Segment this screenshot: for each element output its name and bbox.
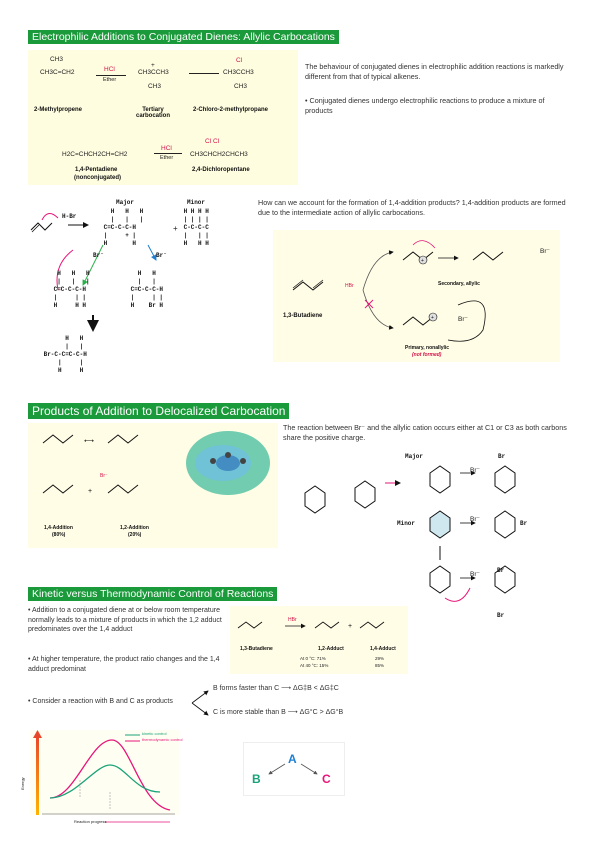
- svg-text:+: +: [431, 315, 434, 321]
- pct14-b: 85%: [375, 663, 384, 668]
- solvent-ether-2: Ether: [160, 155, 173, 161]
- ring-bromide-b: Br⁻: [470, 515, 480, 523]
- delocalized-bromide: Br⁻: [100, 473, 108, 479]
- reagent-hcl: HCl: [104, 66, 115, 73]
- add12-label: 1,2-Addition: [120, 525, 149, 531]
- dichloro-formula: CH3CHCH2CHCH3: [190, 151, 248, 158]
- diene-formula: H2C=CHCH2CH=CH2: [62, 151, 127, 158]
- hbr-label: HBr: [345, 283, 354, 289]
- scheme-12: 1,2-Adduct: [318, 646, 344, 652]
- ring-mechanism-svg: [285, 448, 575, 623]
- intermediate-top: +: [151, 62, 155, 69]
- energy-diagram: [30, 730, 180, 825]
- section-title-allylic: Electrophilic Additions to Conjugated Di…: [28, 30, 339, 44]
- hbr-reagent: H-Br: [62, 213, 76, 221]
- butadiene-label: 1,3-Butadiene: [283, 313, 322, 319]
- bromide-4: Br⁻: [458, 315, 468, 323]
- node-a: A: [288, 752, 297, 766]
- bromide-3: Br⁻: [540, 247, 550, 255]
- arrow-3: [154, 153, 182, 154]
- arrow-2: [189, 73, 219, 74]
- cond-0c: At 0 °C: 71%: [300, 656, 326, 661]
- progress-axis-label: Reaction progress: [74, 819, 106, 824]
- not-formed-label: (not formed): [412, 352, 441, 358]
- arrow-1: [96, 75, 126, 76]
- bromide-2: Br⁻: [156, 252, 167, 260]
- ring-br-a: Br: [498, 453, 505, 461]
- cation-minor: H H H H | | | | C-C-C-C | | | H H H: [180, 208, 209, 248]
- product-name: 2-Chloro-2-methylpropane: [193, 107, 268, 113]
- kinetic-bullet-1: • Addition to a conjugated diene at or b…: [28, 606, 226, 635]
- svg-text:+: +: [421, 258, 424, 264]
- reactant-formula: CH3C=CH2: [40, 69, 75, 76]
- ring-br-d: Br: [497, 612, 504, 620]
- svg-text:+: +: [348, 623, 352, 630]
- product-12: H H H | | | C=C-C-C-H | | | H H H: [50, 270, 90, 310]
- ring-bromide-c: Br⁻: [470, 570, 480, 578]
- delocalized-paragraph: The reaction between Br⁻ and the allylic…: [283, 423, 568, 443]
- ring-bromide-a: Br⁻: [470, 466, 480, 474]
- intermediate-bottom: CH3: [148, 83, 161, 90]
- dichloro-top: Cl Cl: [205, 138, 219, 145]
- product-formula: CH3CCH3: [223, 69, 254, 76]
- product-top: Cl: [236, 57, 242, 64]
- add14-pct: (80%): [52, 532, 65, 538]
- legend-kinetic: kinetic control: [142, 731, 166, 736]
- reagent-hcl-2: HCl: [161, 145, 172, 152]
- minor-label: Minor: [187, 199, 205, 207]
- section-title-kinetic: Kinetic versus Thermodynamic Control of …: [28, 587, 277, 601]
- intermediate-formula: CH3CCH3: [138, 69, 169, 76]
- cond-40c: At 40 °C: 15%: [300, 663, 328, 668]
- scheme-hbr: HBr: [288, 617, 297, 623]
- product-bottom-hand: H H | | Br-C-C=C-C-H | | H H: [40, 335, 87, 375]
- add14-label: 1,4-Addition: [44, 525, 73, 531]
- dichloro-name: 2,4-Dichloropentane: [192, 167, 250, 173]
- kinetic-bullet-2: • At higher temperature, the product rat…: [28, 655, 226, 674]
- primary-label: Primary, nonallylic: [405, 345, 449, 351]
- reactant-name: 2-Methylpropene: [34, 107, 82, 113]
- bromide-1: Br⁻: [93, 252, 104, 260]
- node-c: C: [322, 772, 331, 786]
- product-bottom: CH3: [234, 83, 247, 90]
- intro-paragraph: The behaviour of conjugated dienes in el…: [305, 62, 573, 82]
- diene-name: 1,4-Pentadiene: [75, 167, 117, 173]
- ring-br-c: Br: [497, 567, 504, 575]
- secondary-label: Secondary, allylic: [438, 281, 480, 287]
- cation-major: H H H | | | C=C-C-C-H | + | H H: [100, 208, 143, 248]
- svg-text:⟷: ⟷: [84, 438, 94, 445]
- major-ring-label: Major: [405, 453, 423, 461]
- plus-sign: +: [173, 224, 178, 233]
- legend-thermodynamic: thermodynamic control: [142, 737, 182, 742]
- abc-arrows: [243, 742, 343, 794]
- intermediate-name: Tertiary carbocation: [127, 107, 179, 119]
- question-paragraph: How can we account for the formation of …: [258, 198, 568, 218]
- add12-pct: (20%): [128, 532, 141, 538]
- scheme-butadiene: 1,3-Butadiene: [240, 646, 273, 652]
- minor-ring-label: Minor: [397, 520, 415, 528]
- svg-text:+: +: [88, 488, 92, 495]
- reactant-top: CH3: [50, 56, 63, 63]
- section-title-delocalized: Products of Addition to Delocalized Carb…: [28, 403, 289, 419]
- node-b: B: [252, 772, 261, 786]
- ring-br-b: Br: [520, 520, 527, 528]
- major-label: Major: [116, 199, 134, 207]
- pct14-a: 29%: [375, 656, 384, 661]
- branch-stable: C is more stable than B ⟶ ΔG°C > ΔG°B: [213, 708, 343, 718]
- solvent-ether: Ether: [103, 77, 116, 83]
- energy-axis-label: Energy: [20, 777, 25, 790]
- branch-faster: B forms faster than C ⟶ ΔG‡B < ΔG‡C: [213, 684, 339, 694]
- scheme-14: 1,4-Adduct: [370, 646, 396, 652]
- allylic-mechanism-svg: + +: [273, 230, 560, 362]
- product-14: H H | | C=C-C-C-H | | | H Br H: [127, 270, 163, 310]
- diene-name-2: (nonconjugated): [74, 175, 121, 181]
- intro-bullet: • Conjugated dienes undergo electrophili…: [305, 96, 573, 116]
